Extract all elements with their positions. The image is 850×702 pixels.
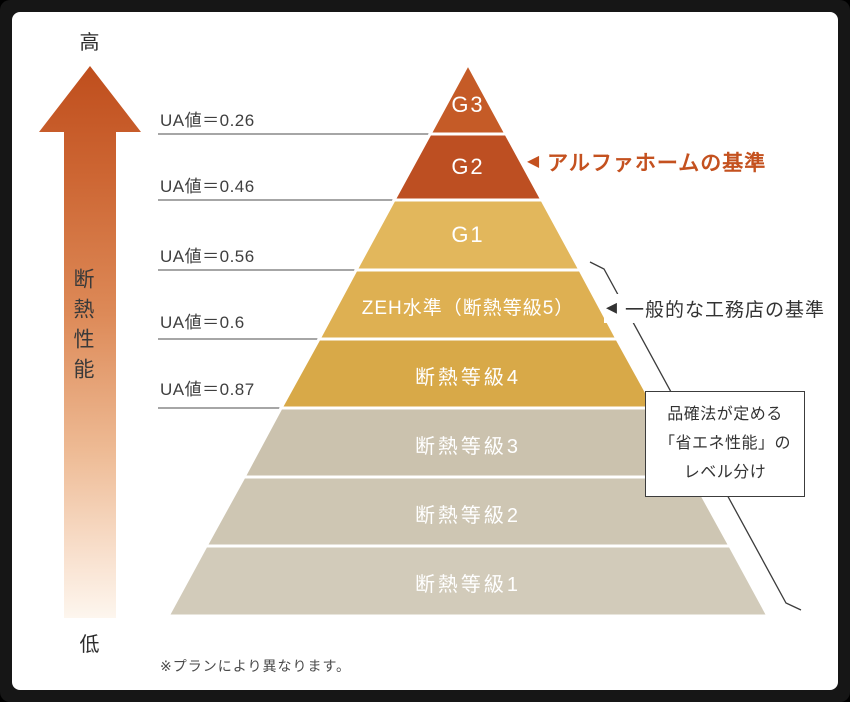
pyramid-level-grade1 xyxy=(166,544,770,618)
footnote: ※プランにより異なります。 xyxy=(160,658,352,674)
pyramid-label-grade4: 断熱等級4 xyxy=(414,367,522,389)
general-standard-callout-text: 一般的な工務店の基準 xyxy=(624,300,825,321)
pyramid-label-grade3: 断熱等級3 xyxy=(414,436,522,458)
quality-law-box-line1: 品確法が定める xyxy=(667,406,783,423)
pyramid-label-grade1: 断熱等級1 xyxy=(414,574,522,596)
performance-axis-arrow-icon xyxy=(39,66,141,618)
axis-high-label: 高 xyxy=(79,32,101,54)
general-marker-icon: ◀ xyxy=(606,300,618,317)
axis-low-label: 低 xyxy=(79,634,101,656)
pyramid-label-g3: G3 xyxy=(451,92,485,117)
general-standard-callout: ◀ 一般的な工務店の基準 xyxy=(604,294,827,323)
alpha-marker-icon: ◀ xyxy=(527,153,541,171)
pyramid-label-g2: G2 xyxy=(451,154,485,179)
ua-label-3: UA値＝0.6 xyxy=(160,313,245,332)
alpha-home-callout: ◀ アルファホームの基準 xyxy=(527,147,766,177)
quality-law-box-line2: 「省エネ性能」の xyxy=(658,434,791,452)
axis-title: 断熱性能 xyxy=(71,268,94,388)
quality-law-box: 品確法が定める 「省エネ性能」の レベル分け xyxy=(645,391,805,498)
ua-label-0: UA値＝0.26 xyxy=(160,111,255,130)
alpha-home-callout-text: アルファホームの基準 xyxy=(547,152,767,175)
ua-label-2: UA値＝0.56 xyxy=(160,247,255,266)
ua-label-4: UA値＝0.87 xyxy=(160,380,255,399)
pyramid-label-grade2: 断熱等級2 xyxy=(414,505,522,527)
quality-law-box-line3: レベル分け xyxy=(683,463,767,481)
pyramid-label-g1: G1 xyxy=(451,222,485,247)
ua-label-1: UA値＝0.46 xyxy=(160,177,255,196)
pyramid-label-zeh: ZEH水準（断熱等級5） xyxy=(361,298,575,319)
